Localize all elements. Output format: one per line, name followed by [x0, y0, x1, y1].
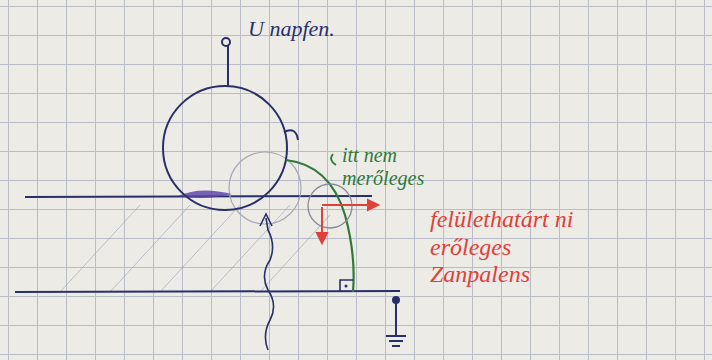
wavy-pointer	[264, 218, 273, 350]
surface-note: felülethatárt ni erőleges Zanpalens	[430, 206, 590, 289]
right-angle-dot	[345, 285, 348, 288]
ghost-circle	[229, 152, 301, 224]
angle-note: itt nem merőleges	[342, 144, 454, 190]
probe-tip	[222, 38, 230, 46]
right-angle-mark	[340, 280, 353, 292]
ground-symbol	[386, 297, 406, 346]
lower-surface	[15, 291, 400, 292]
green-leader	[331, 154, 336, 165]
probe-stem	[227, 46, 229, 87]
hatching	[60, 205, 330, 292]
force-arrows	[317, 200, 378, 243]
bump	[284, 130, 298, 140]
drop-circle	[163, 86, 287, 210]
title-note: U napfen.	[248, 16, 388, 41]
wavy-arrowhead	[260, 214, 272, 226]
